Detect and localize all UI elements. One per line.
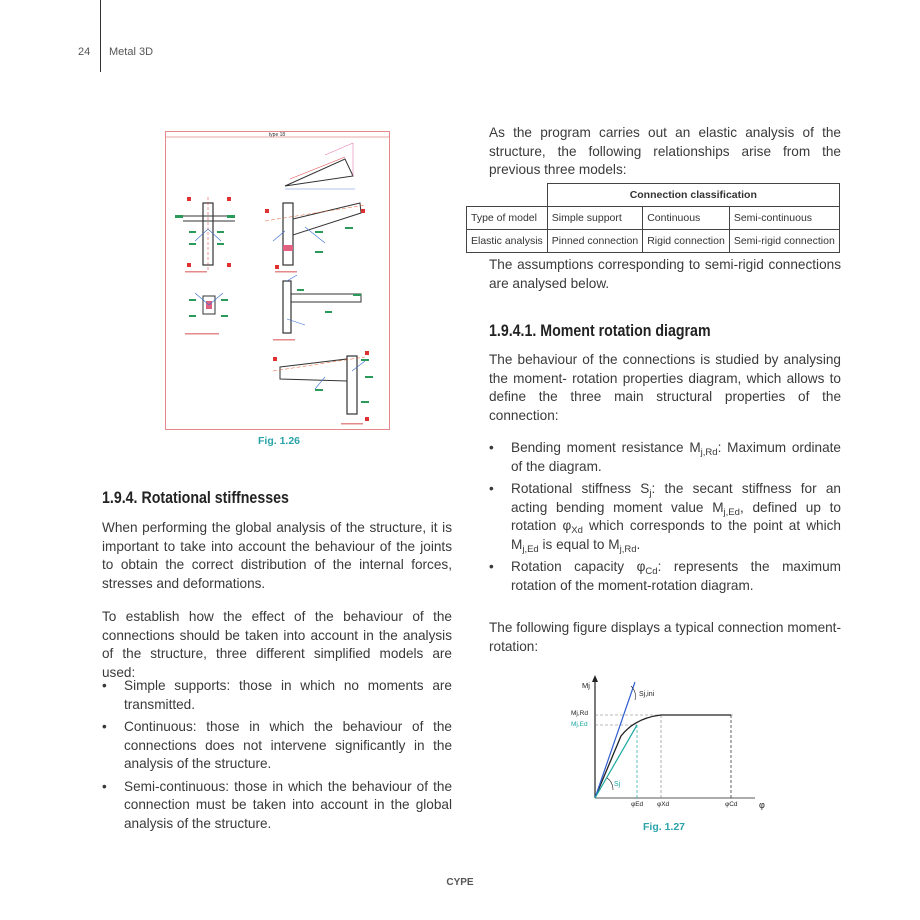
- phi-xd-label: φXd: [657, 801, 670, 808]
- phi-axis-label: φ: [759, 800, 765, 810]
- table-cell: Simple support: [546, 206, 644, 230]
- table-cell: Type of model: [466, 206, 548, 230]
- sjini-label: Sj,ini: [639, 691, 655, 698]
- table-row: Elastic analysis Pinned connection Rigid…: [466, 229, 840, 253]
- list-item: Bending moment resistance Mj,Rd: Maximum…: [489, 439, 841, 476]
- models-paragraph: To establish how the effect of the behav…: [102, 609, 452, 680]
- table-header: Connection classification: [546, 183, 840, 207]
- moment-rotation-curve: [594, 714, 731, 799]
- assumptions-paragraph: The assumptions corresponding to semi-ri…: [489, 257, 841, 291]
- mjrd-label: Mj,Rd: [571, 710, 588, 717]
- table-header-row: Connection classification: [466, 183, 840, 207]
- figure-1-26: type 18: [165, 131, 390, 430]
- connection-drawing: type 18: [165, 131, 390, 430]
- properties-list: Bending moment resistance Mj,Rd: Maximum…: [489, 439, 841, 599]
- models-list: Simple supports: those in which no momen…: [102, 677, 452, 837]
- sj-label: Sj: [614, 781, 621, 788]
- section-title-1-9-4-1: 1.9.4.1. Moment rotation diagram: [489, 322, 711, 340]
- footer-brand: CYPE: [446, 877, 474, 888]
- section-title-1-9-4: 1.9.4. Rotational stiffnesses: [102, 489, 289, 507]
- mj-label: Mj: [582, 681, 590, 690]
- list-item: Simple supports: those in which no momen…: [102, 677, 452, 714]
- figure-1-27: Mj Sj,ini Mj,Rd Mj,Ed Sj φEd φXd φCd φ: [565, 672, 775, 817]
- table-cell: Rigid connection: [642, 229, 730, 253]
- phi-cd-label: φCd: [725, 801, 738, 808]
- table-cell: Semi-rigid connection: [728, 229, 840, 253]
- table-blank-cell: [466, 183, 548, 207]
- figure-intro-paragraph: The following figure displays a typical …: [489, 620, 841, 654]
- y-axis-arrow: [592, 675, 598, 682]
- moment-rotation-diagram: Mj Sj,ini Mj,Rd Mj,Ed Sj φEd φXd φCd φ: [571, 675, 765, 810]
- list-item: Continuous: those in which the behaviour…: [102, 718, 452, 774]
- table-cell: Pinned connection: [546, 229, 644, 253]
- table-row: Type of model Simple support Continuous …: [466, 206, 840, 230]
- table-cell: Elastic analysis: [466, 229, 548, 253]
- table-cell: Semi-continuous: [728, 206, 840, 230]
- fig-1-26-caption: Fig. 1.26: [258, 435, 301, 447]
- secant-stiffness-line: [594, 724, 638, 799]
- list-item: Rotational stiffness Sj: the secant stif…: [489, 480, 841, 554]
- behaviour-paragraph: The behaviour of the connections is stud…: [489, 352, 841, 423]
- mjed-label: Mj,Ed: [571, 721, 588, 728]
- drawing-title: type 18: [269, 132, 286, 138]
- phi-ed-label: φEd: [631, 801, 644, 808]
- page-number: 24: [78, 46, 91, 58]
- header-title: Metal 3D: [109, 46, 154, 58]
- list-item: Semi-continuous: those in which the beha…: [102, 778, 452, 834]
- connection-classification-table: Connection classification Type of model …: [466, 183, 840, 253]
- list-item: Rotation capacity φCd: represents the ma…: [489, 558, 841, 595]
- fig-1-27-caption: Fig. 1.27: [643, 821, 686, 833]
- global-analysis-paragraph: When performing the global analysis of t…: [102, 520, 452, 591]
- header-divider: [100, 0, 101, 72]
- intro-paragraph: As the program carries out an elastic an…: [489, 125, 841, 177]
- table-cell: Continuous: [642, 206, 730, 230]
- initial-stiffness-line: [594, 681, 636, 799]
